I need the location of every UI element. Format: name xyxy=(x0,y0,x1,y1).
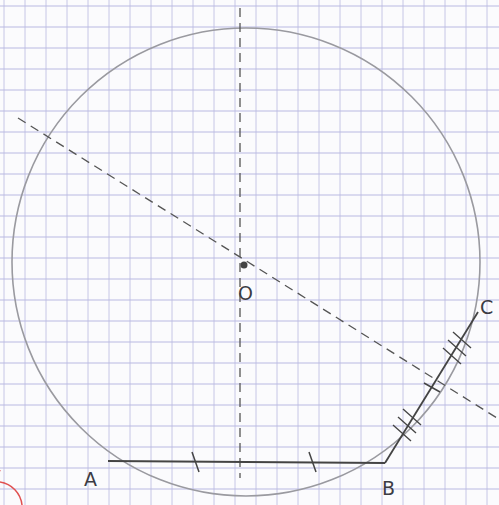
perpendicular-bisector xyxy=(239,8,240,478)
tick-mark xyxy=(192,452,199,472)
center-point xyxy=(241,262,248,269)
tick-mark xyxy=(424,383,440,392)
segment xyxy=(108,461,385,463)
tick-mark xyxy=(393,332,471,441)
stamp-edge xyxy=(0,482,22,505)
perpendicular-bisector xyxy=(18,118,497,418)
circumcircle xyxy=(12,28,480,496)
point-label: B xyxy=(382,479,395,498)
point-label: O xyxy=(238,284,253,303)
point-label: A xyxy=(84,470,97,489)
segment xyxy=(385,312,478,463)
tick-mark xyxy=(309,452,316,472)
point-label: C xyxy=(480,298,493,317)
